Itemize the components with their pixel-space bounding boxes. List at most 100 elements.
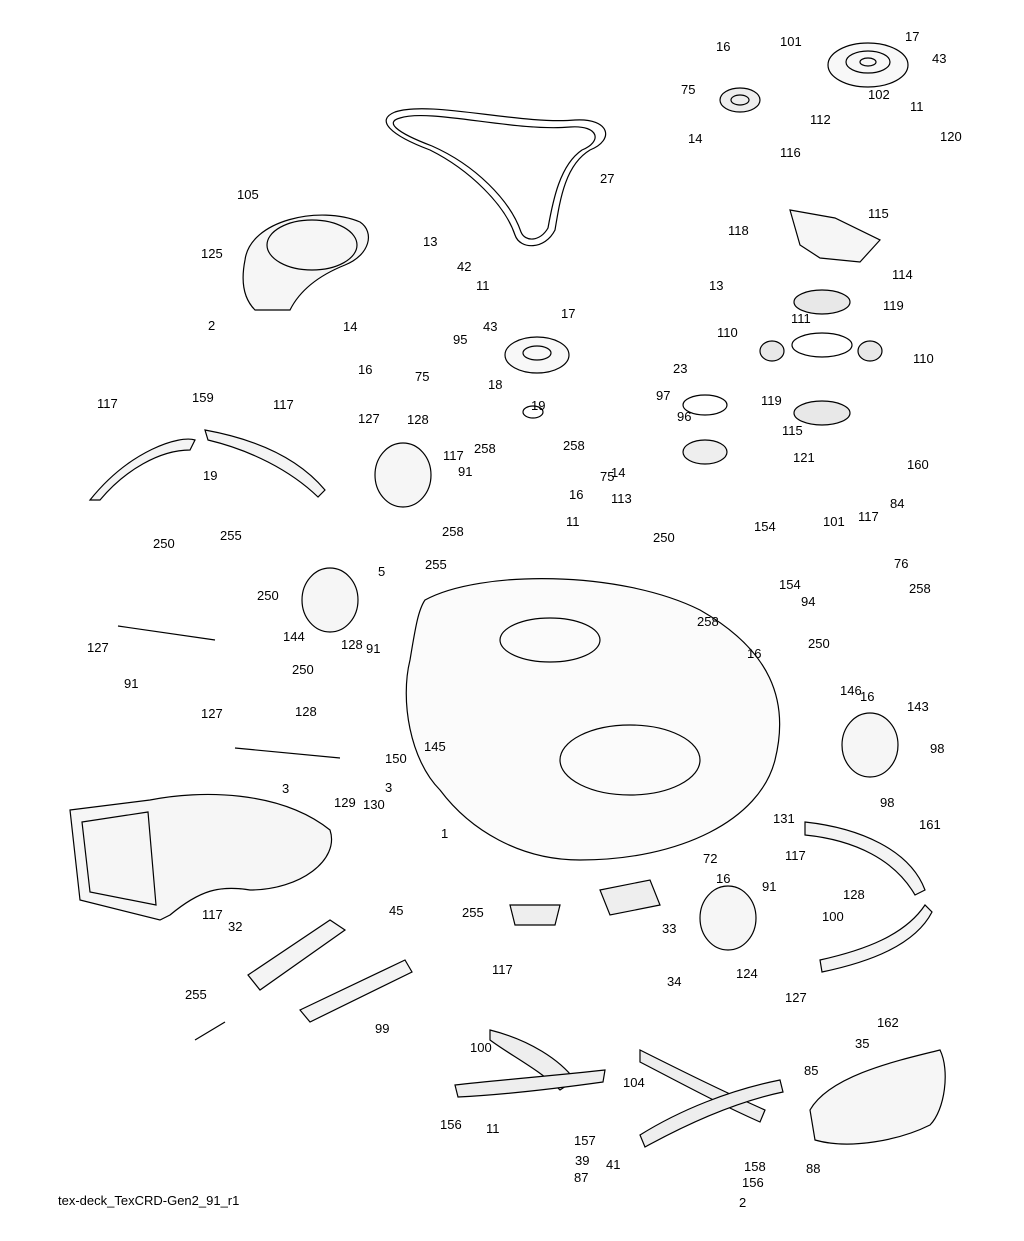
belt-27	[385, 108, 607, 247]
part-callout: 95	[453, 332, 468, 347]
part-callout: 127	[358, 411, 380, 426]
part-callout: 16	[569, 487, 584, 502]
part-callout: 154	[754, 519, 776, 534]
part-callout: 16	[716, 871, 731, 886]
part-callout: 250	[653, 530, 675, 545]
part-callout: 127	[87, 640, 109, 655]
part-callout: 100	[822, 909, 844, 924]
part-callout: 154	[779, 577, 801, 592]
part-callout: 17	[561, 306, 576, 321]
part-callout: 117	[443, 448, 464, 463]
part-callout: 115	[868, 206, 889, 221]
part-callout: 91	[762, 879, 777, 894]
part-callout: 112	[810, 112, 831, 127]
arm-99-lower	[299, 959, 413, 1023]
part-callout: 255	[220, 528, 242, 543]
part-callout: 150	[385, 751, 407, 766]
part-callout: 129	[334, 795, 356, 810]
part-callout: 258	[474, 441, 496, 456]
part-callout: 117	[202, 907, 223, 922]
part-callout: 32	[228, 919, 243, 934]
part-callout: 128	[407, 412, 429, 427]
part-callout: 84	[890, 496, 905, 511]
part-callout: 75	[415, 369, 430, 384]
part-callout: 156	[440, 1117, 462, 1132]
part-callout: 117	[785, 848, 806, 863]
gear-110-right	[857, 340, 883, 362]
baffle-162	[819, 904, 933, 973]
part-callout: 250	[808, 636, 830, 651]
wheel-128-c	[841, 712, 899, 778]
part-callout: 100	[470, 1040, 492, 1055]
wheel-128-d	[699, 885, 757, 951]
part-callout: 19	[203, 468, 218, 483]
pulley-guard-105	[242, 214, 369, 311]
part-callout: 97	[656, 388, 671, 403]
part-callout: 13	[709, 278, 724, 293]
part-callout: 18	[488, 377, 503, 392]
part-callout: 127	[785, 990, 807, 1005]
part-callout: 98	[930, 741, 945, 756]
part-callout: 3	[282, 781, 290, 796]
wheel-128-a	[374, 442, 432, 508]
arm-99-upper	[247, 919, 347, 991]
part-callout: 75	[600, 469, 615, 484]
part-callout: 16	[747, 646, 762, 661]
gasket-111	[791, 332, 853, 358]
part-callout: 11	[476, 278, 490, 293]
part-callout: 101	[823, 514, 845, 529]
part-callout: 250	[257, 588, 279, 603]
part-callout: 2	[208, 318, 216, 333]
part-callout: 87	[574, 1170, 589, 1185]
pulley-cover-104	[809, 1049, 946, 1145]
part-callout: 111	[791, 311, 811, 326]
part-callout: 45	[389, 903, 404, 918]
part-callout: 14	[688, 131, 703, 146]
part-callout: 13	[423, 234, 438, 249]
part-callout: 156	[742, 1175, 764, 1190]
part-callout: 99	[375, 1021, 390, 1036]
part-callout: 158	[744, 1159, 766, 1174]
part-callout: 105	[237, 187, 259, 202]
part-callout: 258	[442, 524, 464, 539]
part-callout: 33	[662, 921, 677, 936]
part-callout: 124	[736, 966, 758, 981]
part-callout: 14	[611, 465, 626, 480]
spindle-45	[599, 879, 661, 916]
part-callout: 39	[575, 1153, 590, 1168]
part-callout: 159	[192, 390, 214, 405]
baffle-159	[88, 438, 196, 501]
part-callout: 16	[860, 689, 875, 704]
part-callout: 27	[600, 171, 615, 186]
part-callout: 94	[801, 594, 816, 609]
part-callout: 146	[840, 683, 862, 698]
baffle-160	[204, 429, 326, 498]
spindle-33	[509, 904, 561, 926]
part-callout: 119	[883, 298, 904, 313]
part-callout: 117	[858, 509, 879, 524]
part-callout: 16	[716, 39, 731, 54]
part-callout: 11	[566, 514, 580, 529]
part-callout: 91	[366, 641, 381, 656]
pulley-43-center	[504, 336, 570, 374]
part-callout: 128	[295, 704, 317, 719]
part-callout: 72	[703, 851, 718, 866]
gear-119-upper	[793, 289, 851, 315]
part-callout: 14	[343, 319, 358, 334]
part-callout: 43	[932, 51, 947, 66]
bracket-118	[789, 209, 881, 263]
footer-label: tex-deck_TexCRD-Gen2_91_r1	[58, 1193, 240, 1208]
part-callout: 255	[462, 905, 484, 920]
part-callout: 101	[780, 34, 802, 49]
part-callout: 91	[124, 676, 139, 691]
part-callout: 117	[273, 397, 294, 412]
part-callout: 120	[940, 129, 962, 144]
part-callout: 104	[623, 1075, 645, 1090]
part-callout: 130	[363, 797, 385, 812]
discharge-chute-72	[69, 793, 333, 921]
part-callout: 110	[913, 351, 934, 366]
spring-32	[194, 1021, 226, 1041]
idler-75-top	[719, 87, 761, 113]
rod-129	[234, 747, 341, 759]
